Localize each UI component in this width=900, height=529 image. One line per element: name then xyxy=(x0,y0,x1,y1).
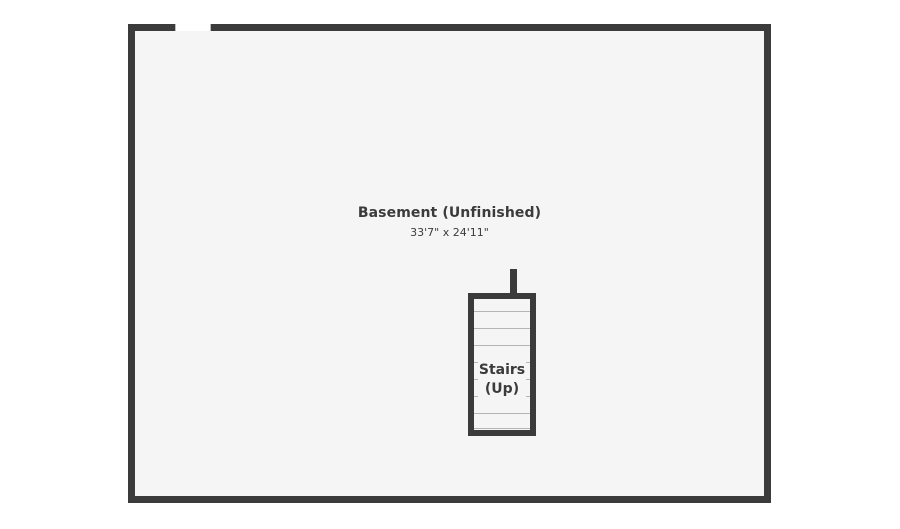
stair-tread xyxy=(474,428,530,429)
stairs-label: Stairs (Up) xyxy=(468,361,536,399)
stair-railing-post xyxy=(510,269,517,294)
room-name-label: Basement (Unfinished) xyxy=(357,205,542,221)
stairs-label-line2: (Up) xyxy=(478,380,526,399)
room-dimensions-label: 33'7" x 24'11" xyxy=(410,226,489,239)
stairs: Stairs (Up) xyxy=(468,293,536,436)
window-opening xyxy=(175,24,211,31)
stair-tread xyxy=(474,345,530,346)
basement-floor: Basement (Unfinished) 33'7" x 24'11" Sta… xyxy=(128,24,771,503)
stair-tread xyxy=(474,311,530,312)
stair-tread xyxy=(474,328,530,329)
stair-tread xyxy=(474,413,530,414)
stairs-label-line1: Stairs xyxy=(478,361,526,380)
